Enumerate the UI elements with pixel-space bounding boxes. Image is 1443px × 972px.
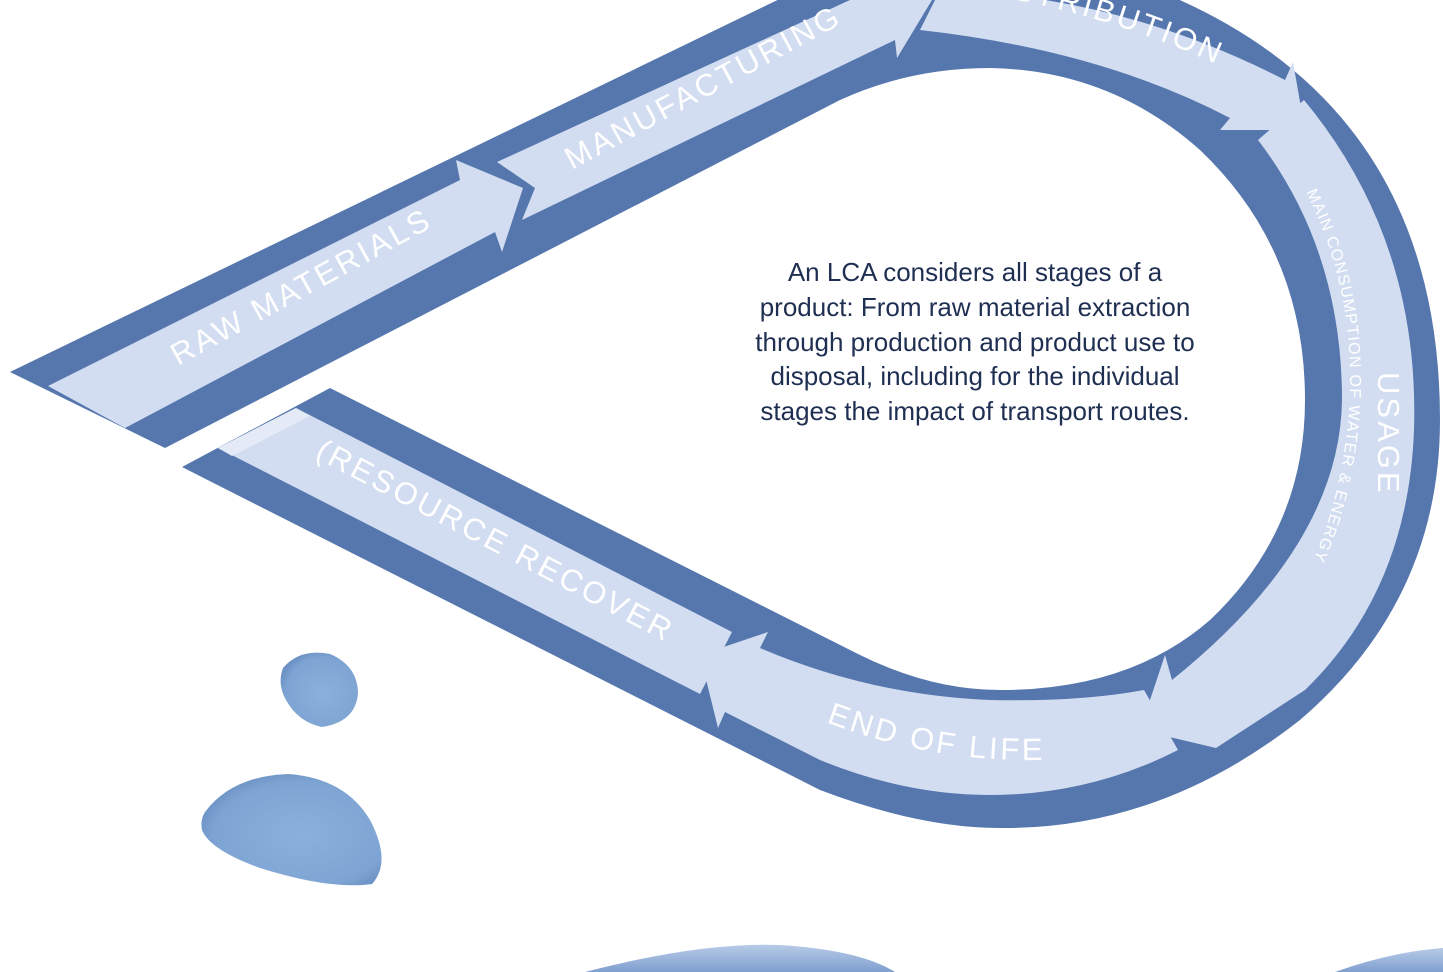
recovery-tail-highlight: [218, 408, 310, 456]
arrow-raw-materials: [48, 160, 523, 428]
lca-description: An LCA considers all stages of a product…: [755, 257, 1195, 427]
water-droplet-large: [201, 774, 382, 886]
water-droplet-small: [280, 652, 358, 727]
arrow-usage: [1140, 100, 1415, 748]
label-usage-text: USAGE: [1371, 372, 1406, 496]
arrow-resource-recovery: [218, 408, 732, 694]
arrow-end-of-life: [700, 632, 1178, 795]
arrow-manufacturing: [497, 0, 932, 220]
label-usage: USAGE: [1371, 372, 1406, 496]
outer-loop-band: [10, 0, 1440, 829]
arrow-distribution: [920, 0, 1305, 130]
wave-shape-left: [585, 944, 895, 972]
wave-shape-right: [1335, 948, 1443, 972]
